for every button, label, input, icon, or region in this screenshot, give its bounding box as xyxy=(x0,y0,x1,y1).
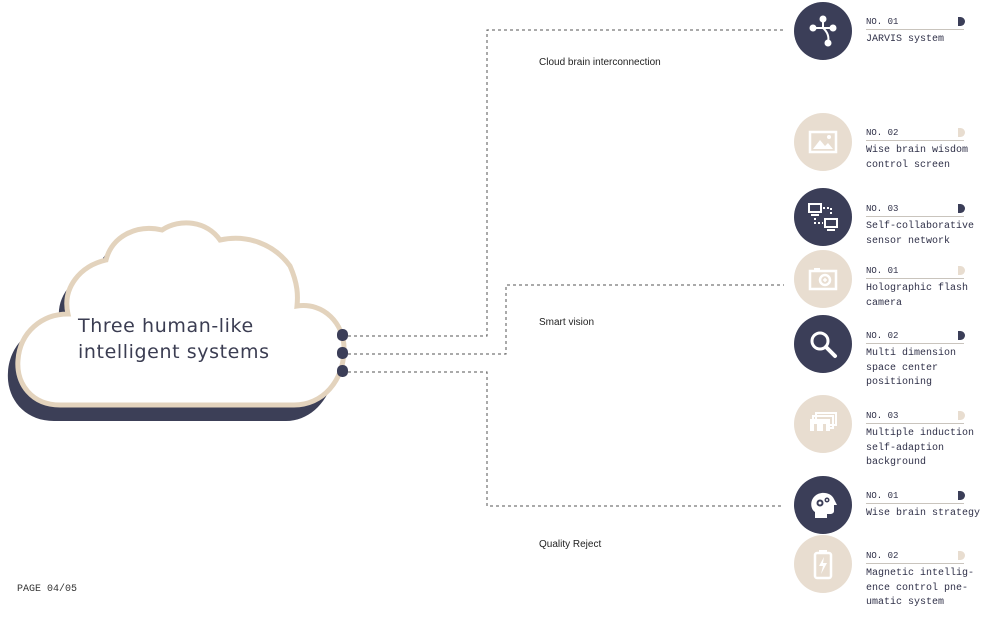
item-number: NO. 01 xyxy=(866,266,899,276)
page-indicator: PAGE 04/05 xyxy=(17,584,78,595)
battery-icon xyxy=(813,550,833,580)
camera-icon xyxy=(808,268,838,291)
network-computers-icon xyxy=(808,203,838,231)
item-wisdom-screen: NO. 02 Wise brain wisdom control screen xyxy=(866,127,986,173)
item-number: NO. 02 xyxy=(866,331,899,341)
circle-brain-strategy xyxy=(794,476,852,534)
item-number: NO. 02 xyxy=(866,551,899,561)
item-rule xyxy=(866,278,964,279)
item-description: Magnetic intellig- ence control pne- uma… xyxy=(866,568,975,608)
cloud-shape xyxy=(15,220,347,408)
item-number: NO. 01 xyxy=(866,491,899,501)
item-rule xyxy=(866,140,964,141)
circle-wisdom-screen xyxy=(794,113,852,171)
item-description: JARVIS system xyxy=(866,34,945,45)
circle-sensor-network xyxy=(794,188,852,246)
item-rule xyxy=(866,563,964,564)
item-positioning: NO. 02 Multi dimension space center posi… xyxy=(866,330,986,391)
item-marker xyxy=(958,331,965,340)
cloud-connector-nub-1 xyxy=(337,329,348,341)
connector-cloud-brain xyxy=(348,29,784,337)
branch-label-cloud-brain: Cloud brain interconnection xyxy=(539,57,661,68)
item-marker xyxy=(958,411,965,420)
item-description: Wise brain wisdom control screen xyxy=(866,145,969,171)
item-number: NO. 03 xyxy=(866,204,899,214)
brain-gears-icon xyxy=(811,492,837,518)
layers-icon xyxy=(810,412,837,431)
branch-label-quality-reject: Quality Reject xyxy=(539,539,602,550)
item-marker xyxy=(958,266,965,275)
item-brain-strategy: NO. 01 Wise brain strategy xyxy=(866,490,986,522)
item-rule xyxy=(866,503,964,504)
item-description: Wise brain strategy xyxy=(866,508,981,519)
item-adaption-background: NO. 03 Multiple induction self-adaption … xyxy=(866,410,986,471)
item-marker xyxy=(958,491,965,500)
circle-jarvis xyxy=(794,2,852,60)
connector-quality-reject xyxy=(348,371,784,507)
item-description: Multi dimension space center positioning xyxy=(866,348,957,388)
vector-path-icon xyxy=(809,15,837,47)
item-description: Self-collaborative sensor network xyxy=(866,221,975,247)
item-rule xyxy=(866,216,964,217)
cloud-connector-nub-2 xyxy=(337,347,348,359)
item-rule xyxy=(866,423,964,424)
item-number: NO. 02 xyxy=(866,128,899,138)
item-pneumatic-system: NO. 02 Magnetic intellig- ence control p… xyxy=(866,550,986,611)
item-description: Multiple induction self-adaption backgro… xyxy=(866,428,975,468)
circle-positioning xyxy=(794,315,852,373)
cloud-title: Three human-like intelligent systems xyxy=(78,315,270,363)
item-rule xyxy=(866,29,964,30)
item-number: NO. 03 xyxy=(866,411,899,421)
branch-label-smart-vision: Smart vision xyxy=(539,317,595,328)
cloud-connector-nub-3 xyxy=(337,365,348,377)
item-holographic-camera: NO. 01 Holographic flash camera xyxy=(866,265,986,311)
item-marker xyxy=(958,128,965,137)
item-sensor-network: NO. 03 Self-collaborative sensor network xyxy=(866,203,986,249)
item-jarvis-system: NO. 01 JARVIS system xyxy=(866,16,986,48)
item-number: NO. 01 xyxy=(866,17,899,27)
search-icon xyxy=(810,331,837,358)
item-rule xyxy=(866,343,964,344)
item-marker xyxy=(958,204,965,213)
circle-pneumatic-system xyxy=(794,535,852,593)
item-description: Holographic flash camera xyxy=(866,283,969,309)
image-icon xyxy=(808,130,838,154)
circle-adaption-background xyxy=(794,395,852,453)
item-marker xyxy=(958,551,965,560)
item-marker xyxy=(958,17,965,26)
circle-holographic-camera xyxy=(794,250,852,308)
connector-smart-vision xyxy=(348,284,784,355)
